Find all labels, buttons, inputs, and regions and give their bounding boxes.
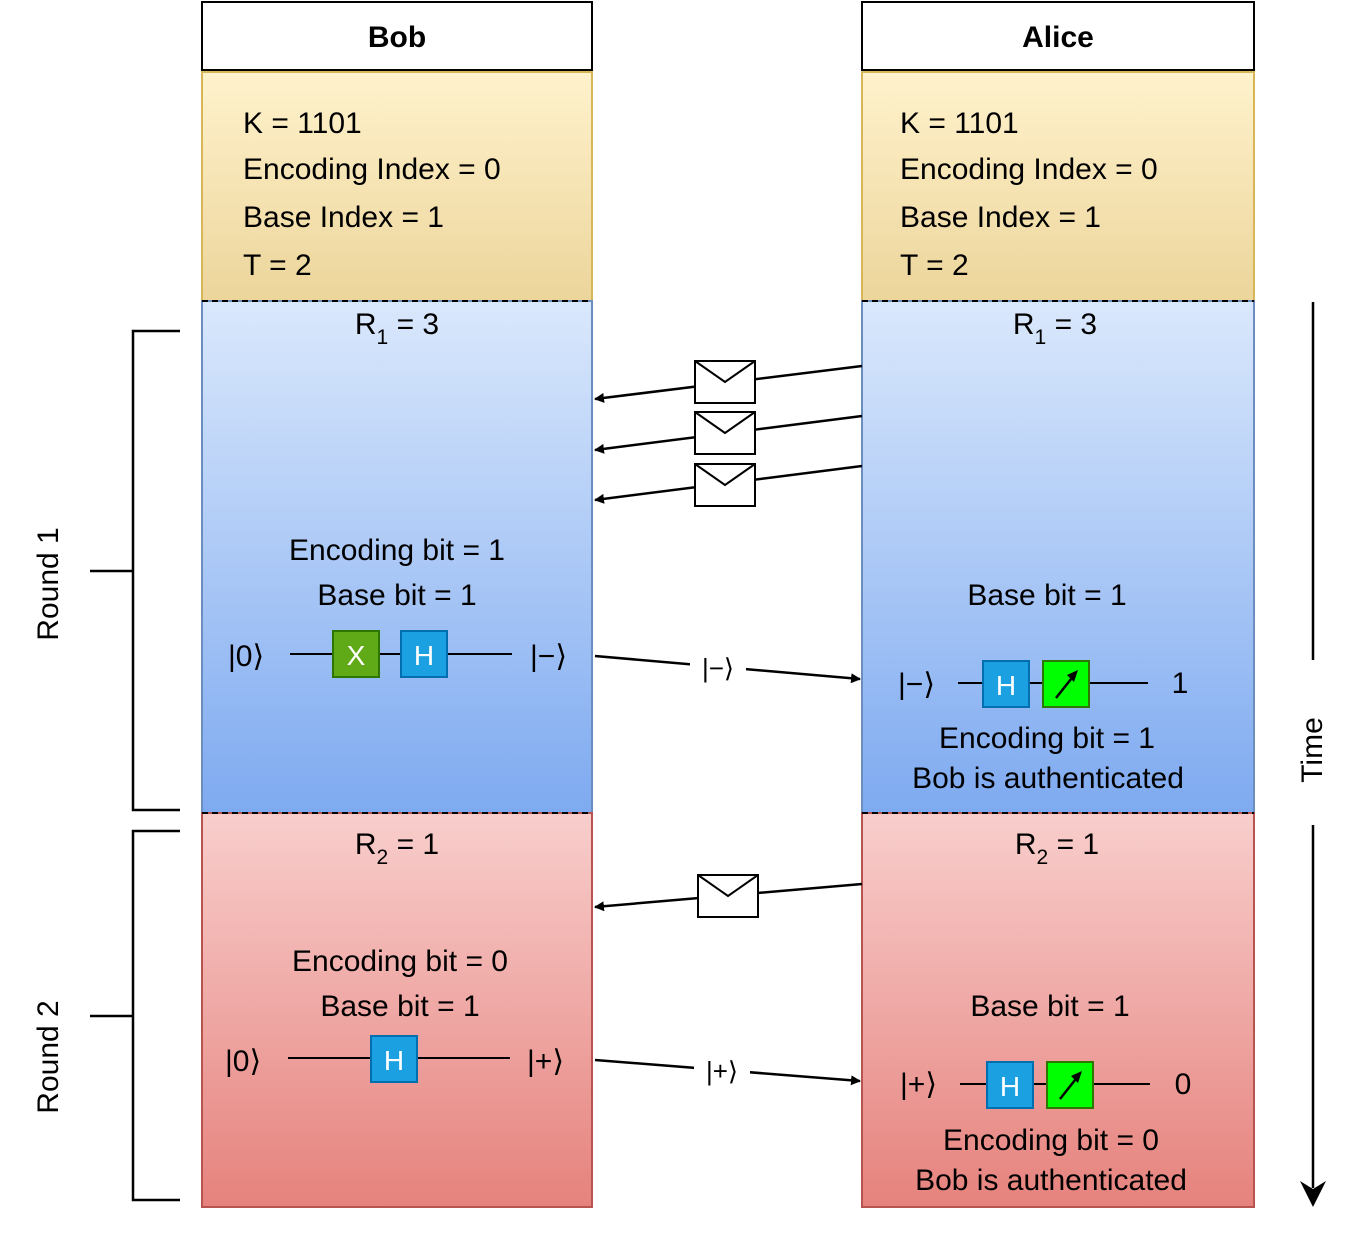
alice-round1-box [861,300,1255,814]
alice-setup-box [861,71,1255,302]
alice-header-box [861,1,1255,71]
bob-round2-output-state: |+⟩ [527,1045,564,1078]
bob-round2-r-value: R2 = 1 [355,828,439,869]
alice-round2-h-gate [986,1061,1034,1109]
envelope-icon [694,411,756,455]
quantum-label-bg [694,1053,750,1089]
bob-round1-circuit: |0⟩ X H |−⟩ [228,630,567,678]
bob-setup-key: K = 1101 [243,107,362,140]
alice-setup-t: T = 2 [900,249,969,282]
envelope-icon [697,874,759,918]
alice-round2-result: 0 [1175,1068,1192,1101]
alice-round1-result: 1 [1172,667,1189,700]
bob-setup-box [201,71,593,302]
alice-round1-circuit: |−⟩ H 1 [898,660,1189,708]
alice-round1-r-value: R1 = 3 [1013,308,1097,349]
bob-round2-input-state: |0⟩ [225,1045,261,1078]
alice-round1-base-bit: Base bit = 1 [967,579,1126,612]
alice-round1-measure-arrow-icon [1055,670,1078,699]
bob-setup-encoding-index: Encoding Index = 0 [243,153,501,186]
time-arrow-head-icon [1300,1181,1326,1207]
round1-quantum-transfer: |−⟩ [594,650,861,686]
alice-round2-circuit: |+⟩ H 0 [900,1061,1192,1109]
bob-round2-h-gate-label: H [384,1045,404,1076]
bob-setup-t: T = 2 [243,249,312,282]
bob-header-box [201,1,593,71]
bob-round1-r-value: R1 = 3 [355,308,439,349]
alice-round1-status: Bob is authenticated [912,762,1184,795]
bob-round2-base-bit: Base bit = 1 [320,990,479,1023]
alice-round2-status: Bob is authenticated [915,1164,1187,1197]
alice-round1-h-gate [982,660,1030,708]
alice-round2-base-bit: Base bit = 1 [970,990,1129,1023]
bob-round1-base-bit: Base bit = 1 [317,579,476,612]
alice-round1-input-state: |−⟩ [898,668,935,701]
envelope-icon [694,360,756,404]
time-label: Time [1296,717,1329,783]
alice-column: Alice K = 1101 Encoding Index = 0 Base I… [861,1,1255,1208]
alice-setup-key: K = 1101 [900,107,1019,140]
alice-round2-h-gate-label: H [1000,1071,1020,1102]
bob-round1-h-gate [400,630,448,678]
bob-round1-x-gate-label: X [347,640,366,671]
bob-round2-encoding-bit: Encoding bit = 0 [292,945,508,978]
alice-round1-encoding-bit: Encoding bit = 1 [939,722,1155,755]
round1-bracket: Round 1 [32,329,180,812]
bob-header-title: Bob [368,21,426,54]
envelope-icon [694,463,756,507]
alice-round2-encoding-bit: Encoding bit = 0 [943,1124,1159,1157]
alice-round2-measure-arrow-icon [1059,1071,1082,1100]
alice-round2-measure-gate [1046,1061,1094,1109]
alice-round2-box [861,812,1255,1208]
bob-round2-box [201,812,593,1208]
bob-round1-output-state: |−⟩ [530,640,567,673]
alice-setup-encoding-index: Encoding Index = 0 [900,153,1158,186]
bob-round1-h-gate-label: H [414,640,434,671]
bob-column: Bob K = 1101 Encoding Index = 0 Base Ind… [201,1,593,1208]
bob-round2-circuit: |0⟩ H |+⟩ [225,1035,564,1083]
round2-label: Round 2 [32,1000,65,1113]
round1-label: Round 1 [32,527,65,640]
bob-round1-encoding-bit: Encoding bit = 1 [289,534,505,567]
round2-bracket: Round 2 [32,829,180,1202]
bob-round2-h-gate [370,1035,418,1083]
quantum-label-bg [690,650,746,686]
alice-setup-base-index: Base Index = 1 [900,201,1101,234]
round2-quantum-transfer: |+⟩ [594,1053,861,1089]
bob-round1-input-state: |0⟩ [228,640,264,673]
bob-round1-x-gate [332,630,380,678]
bob-setup-base-index: Base Index = 1 [243,201,444,234]
alice-round2-r-value: R2 = 1 [1015,828,1099,869]
time-axis: Time [1296,302,1329,1207]
quantum-arrow-round1-label: |−⟩ [702,653,734,683]
round2-classical-messages [594,874,863,918]
alice-round1-h-gate-label: H [996,670,1016,701]
round1-classical-messages [594,360,863,507]
alice-round2-input-state: |+⟩ [900,1068,937,1101]
quantum-arrow-round2-label: |+⟩ [706,1056,738,1086]
alice-header-title: Alice [1022,21,1094,54]
